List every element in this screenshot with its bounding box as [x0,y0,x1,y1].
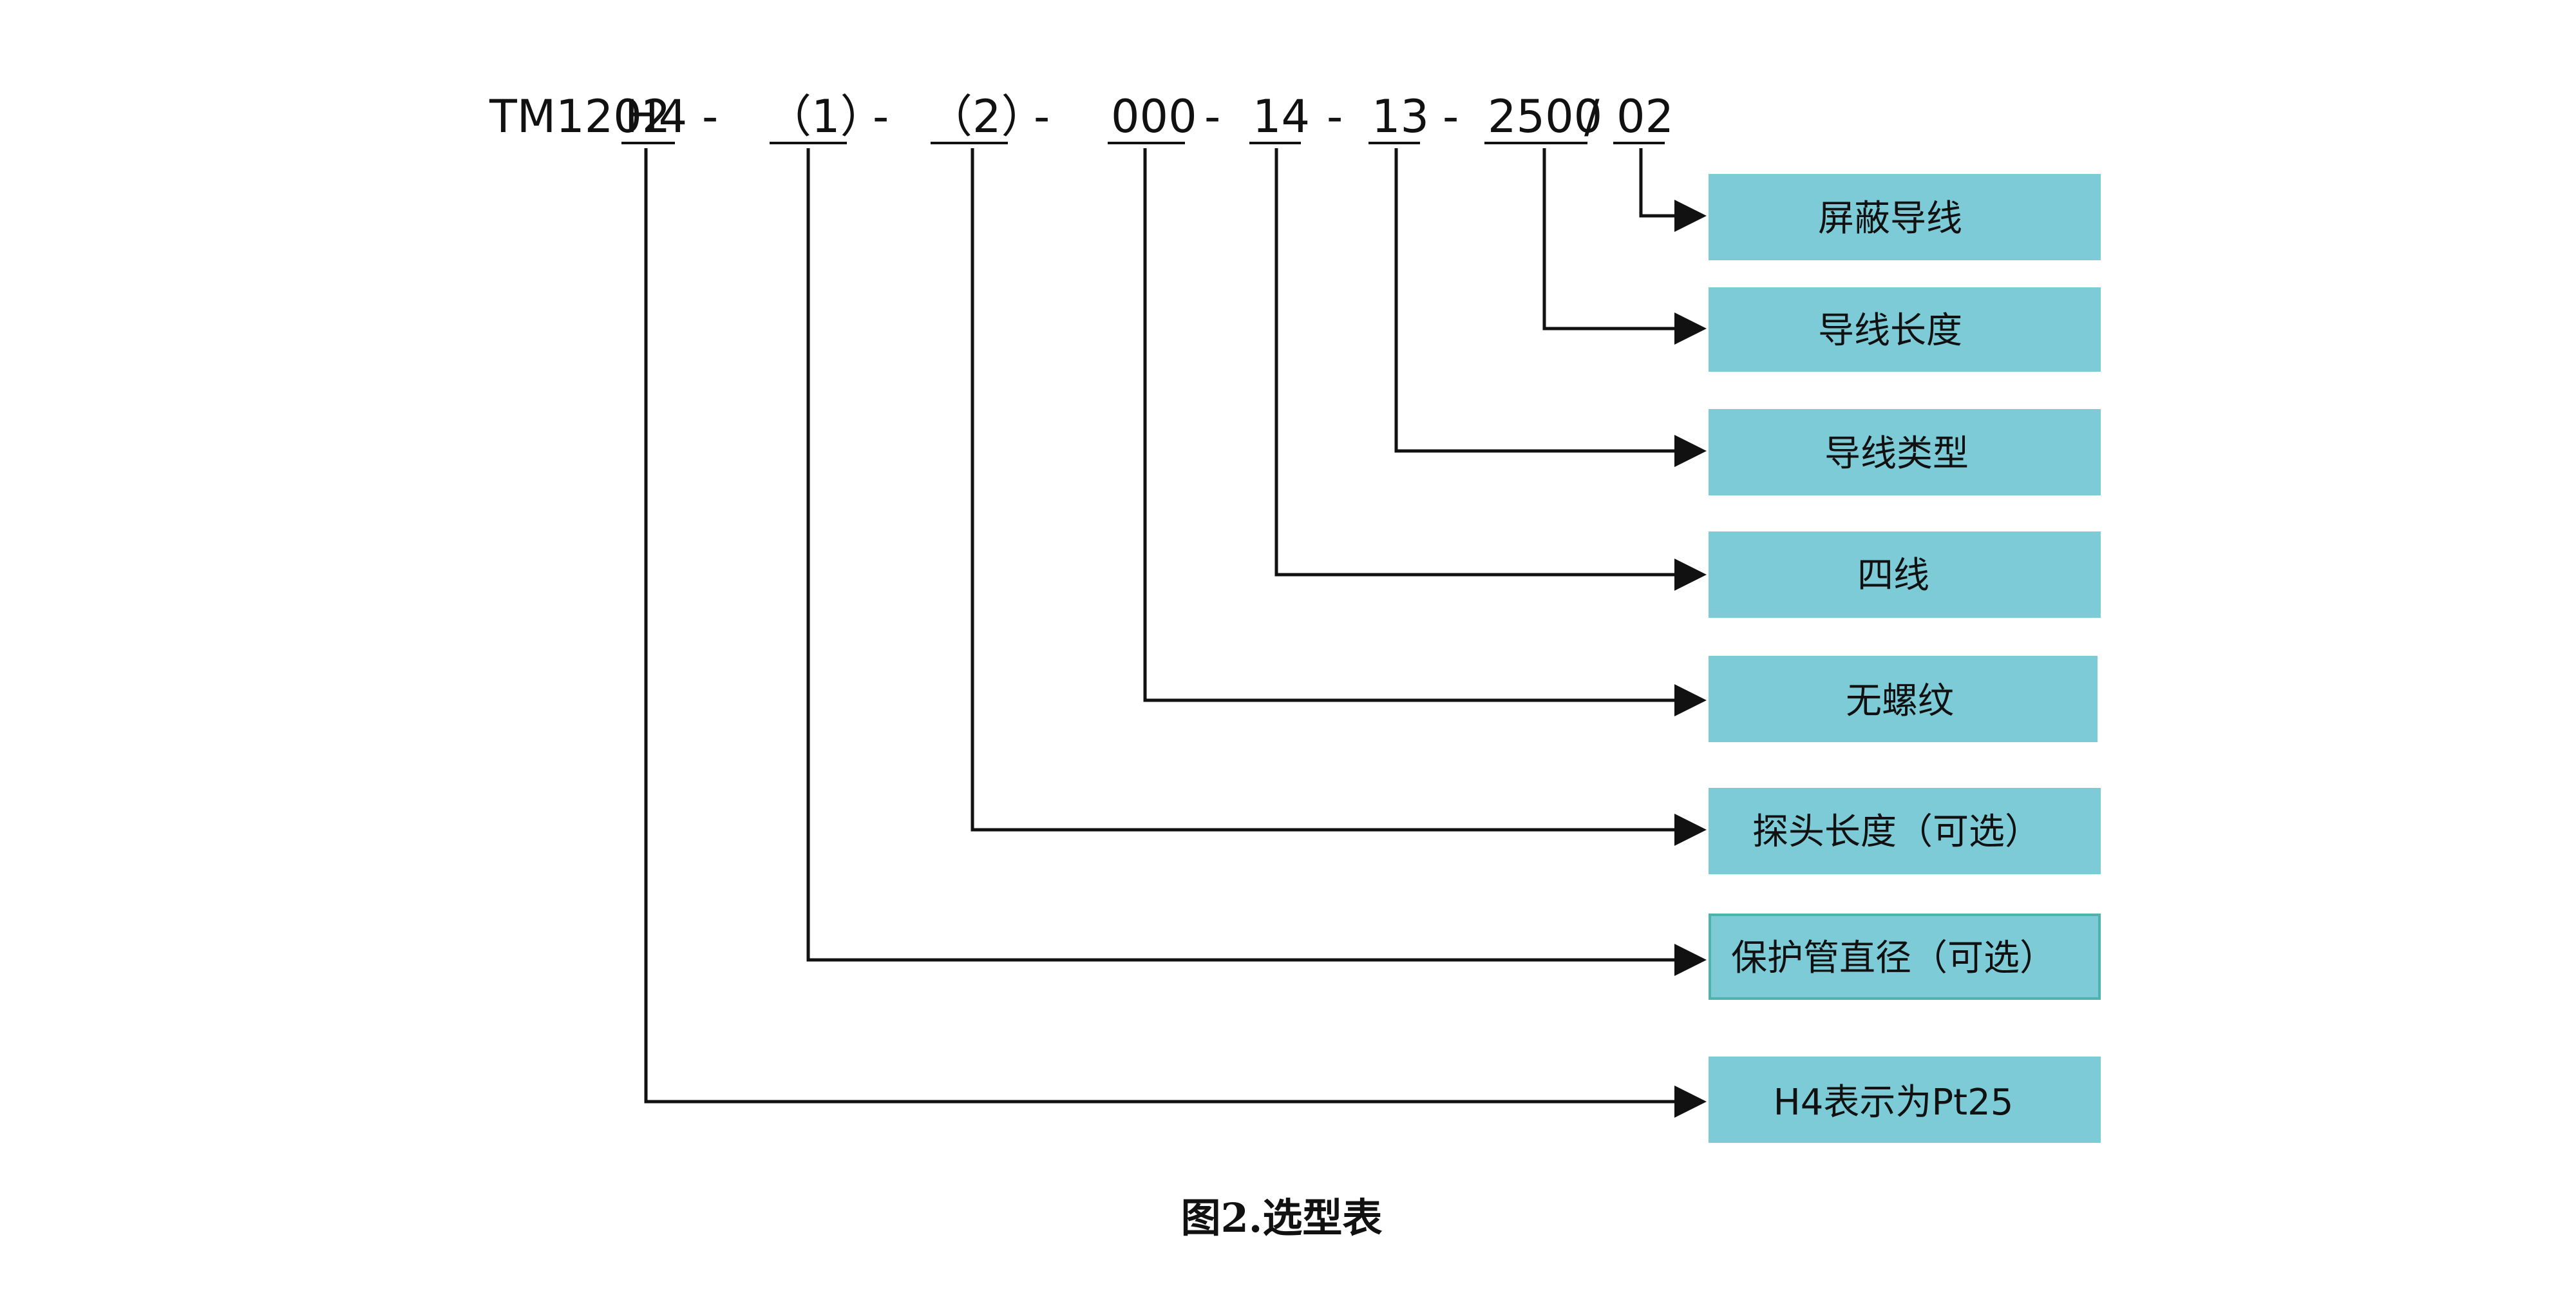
connector-probe-length [971,148,1707,846]
code-dash: - [1034,90,1050,143]
connector-wire-length [1542,148,1707,345]
code-slash: / [1584,90,1600,143]
code-dash: - [1443,90,1459,143]
box-tube-diameter [1709,914,2101,1000]
label-wire-length: 导线长度 [1818,310,1962,352]
label-shield: 屏蔽导线 [1818,198,1962,240]
box-h4 [1709,1057,2101,1143]
connector-h4 [644,148,1707,1118]
box-probe-length [1709,788,2101,874]
code-dash: - [1204,90,1220,143]
label-four-wire: 四线 [1857,555,1929,597]
box-four-wire [1709,531,2101,618]
code-dash: - [873,90,889,143]
code-seg-02: 02 [1616,90,1674,143]
figure-caption: 图2.选型表 [1181,1194,1383,1241]
code-seg-000: 000 [1111,90,1197,143]
connector-tube-diameter [806,148,1707,976]
code-prefix: TM1202 [489,90,670,143]
connector-wire-type [1394,148,1707,467]
label-boxes: 屏蔽导线 导线长度 导线类型 四线 无螺纹 探头长度（可选） 保护管直径（可选）… [1709,174,2101,1143]
box-shield [1709,174,2101,260]
code-seg-1: （1） [766,90,886,143]
code-seg-2: （2） [927,90,1046,143]
code-seg-13: 13 [1372,90,1429,143]
box-wire-type [1709,409,2101,495]
code-dash: - [702,90,718,143]
model-code: TM1202 H4 - （1） - （2） - 000 - 14 - 13 - … [489,90,1674,143]
label-wire-type: 导线类型 [1824,433,1969,475]
label-h4: H4表示为Pt25 [1774,1082,2014,1124]
label-no-thread: 无螺纹 [1846,680,1954,722]
code-seg-14: 14 [1253,90,1310,143]
code-seg-2500: 2500 [1488,90,1602,143]
label-tube-diameter: 保护管直径（可选） [1731,937,2056,979]
connector-four-wire [1274,148,1707,591]
code-seg-h4: H4 [625,90,687,143]
label-probe-length: 探头长度（可选） [1752,811,2041,853]
box-no-thread [1709,656,2098,742]
connector-no-thread [1143,148,1707,716]
connectors [644,148,1707,1118]
box-wire-length [1709,287,2101,372]
code-dash: - [1327,90,1343,143]
connector-shield [1639,148,1707,232]
